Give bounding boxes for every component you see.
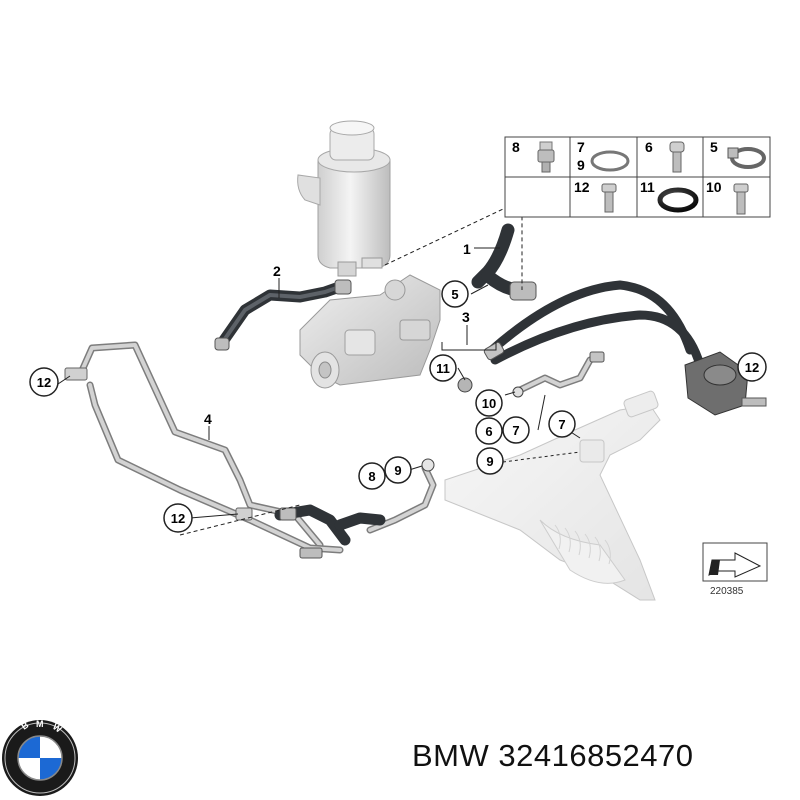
svg-text:8: 8	[368, 469, 375, 484]
svg-text:7: 7	[558, 417, 565, 432]
badge-5: 5	[441, 280, 469, 308]
badge-8: 8	[358, 462, 386, 490]
badge-10: 10	[475, 389, 503, 417]
parts-legend: 8 7 9 6 5 12 11 10	[504, 136, 771, 218]
steering-rack	[444, 390, 661, 601]
reference-box: 220385	[702, 542, 768, 597]
svg-text:10: 10	[482, 396, 496, 411]
bolt-10-icon	[733, 183, 749, 215]
svg-text:7: 7	[512, 423, 519, 438]
legend-label-7: 7	[577, 139, 585, 155]
badge-12-right: 12	[737, 352, 767, 382]
callout-2: 2	[273, 263, 281, 279]
bolt-12-icon	[601, 183, 617, 213]
mounting-clips	[64, 367, 253, 521]
part-number-caption: BMW 32416852470	[412, 738, 694, 773]
return-pipe	[76, 341, 594, 554]
callout-4: 4	[204, 411, 212, 427]
legend-label-9: 9	[577, 157, 585, 173]
legend-label-12: 12	[574, 179, 590, 195]
badge-12-bottom: 12	[163, 503, 193, 533]
svg-text:B: B	[19, 719, 30, 731]
badge-7-left: 7	[502, 416, 530, 444]
badge-6: 6	[475, 417, 503, 445]
legend-label-8: 8	[512, 139, 520, 155]
bmw-logo: B M W	[2, 719, 78, 796]
svg-text:12: 12	[37, 375, 51, 390]
legend-label-10: 10	[706, 179, 722, 195]
banjo-bolt-icon	[537, 141, 555, 173]
reservoir	[297, 120, 391, 277]
power-steering-pump	[299, 274, 441, 389]
badge-11: 11	[429, 354, 457, 382]
legend-label-6: 6	[645, 139, 653, 155]
hollow-bolt-icon	[669, 141, 685, 173]
callout-badges: 2 1 3 4 5 11 10 6 7 7 9	[29, 241, 767, 533]
pressure-valve	[684, 351, 767, 416]
legend-label-11: 11	[640, 179, 655, 195]
svg-text:M: M	[36, 719, 44, 729]
badge-9-left: 9	[384, 456, 412, 484]
callout-3: 3	[462, 309, 470, 325]
o-ring-icon	[657, 187, 699, 213]
svg-text:9: 9	[486, 454, 493, 469]
badge-9-right: 9	[476, 447, 504, 475]
svg-text:11: 11	[436, 361, 450, 376]
hose-clamp-icon	[727, 147, 766, 169]
callout-1: 1	[463, 241, 471, 257]
svg-text:12: 12	[745, 360, 759, 375]
badge-7-right: 7	[548, 410, 576, 438]
svg-text:9: 9	[394, 463, 401, 478]
svg-text:6: 6	[485, 424, 492, 439]
hose-fittings	[214, 279, 605, 559]
legend-label-5: 5	[710, 139, 718, 155]
reference-number: 220385	[710, 586, 744, 597]
seal-ring-icon	[590, 150, 630, 172]
svg-text:5: 5	[451, 287, 458, 302]
svg-text:12: 12	[171, 511, 185, 526]
badge-12-left: 12	[29, 367, 59, 397]
